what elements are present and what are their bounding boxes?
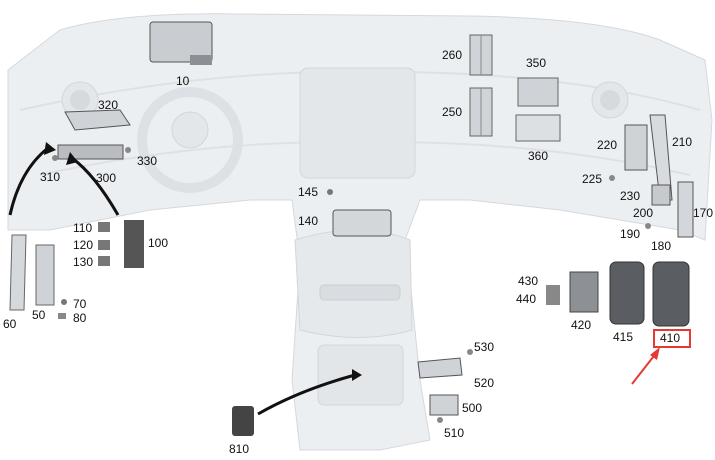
label-250: 250 [442,105,463,119]
label-510: 510 [444,426,465,440]
label-310: 310 [40,170,61,184]
red-pointer-arrow [631,351,658,385]
label-810: 810 [229,442,250,456]
label-260: 260 [442,48,463,62]
label-410: 410 [660,331,681,345]
label-300: 300 [96,171,117,185]
highlight-box-410 [653,329,691,348]
arrow-to-console [257,373,356,416]
label-420: 420 [571,318,592,332]
label-180: 180 [651,239,672,253]
label-320: 320 [98,98,119,112]
label-200: 200 [633,206,654,220]
center-display [299,67,416,179]
label-170: 170 [693,206,714,220]
label-130: 130 [73,255,94,269]
label-210: 210 [672,135,693,149]
label-520: 520 [474,376,495,390]
arrow-to-310 [8,146,49,216]
label-80: 80 [73,311,87,325]
label-50: 50 [32,308,46,322]
label-110: 110 [73,221,93,235]
label-60: 60 [3,317,17,331]
label-225: 225 [582,172,603,186]
label-350: 350 [526,56,547,70]
label-220: 220 [597,138,618,152]
label-330: 330 [137,154,158,168]
label-145: 145 [298,185,319,199]
label-415: 415 [613,330,634,344]
label-100: 100 [148,236,169,250]
label-500: 500 [462,401,483,415]
label-10: 10 [176,74,190,88]
label-530: 530 [474,340,495,354]
part-10-shape [149,21,213,63]
label-360: 360 [528,149,549,163]
label-120: 120 [73,238,94,252]
label-140: 140 [298,214,319,228]
label-190: 190 [620,227,641,241]
label-230: 230 [620,189,641,203]
label-70: 70 [73,297,87,311]
label-430: 430 [518,274,539,288]
label-440: 440 [516,292,537,306]
